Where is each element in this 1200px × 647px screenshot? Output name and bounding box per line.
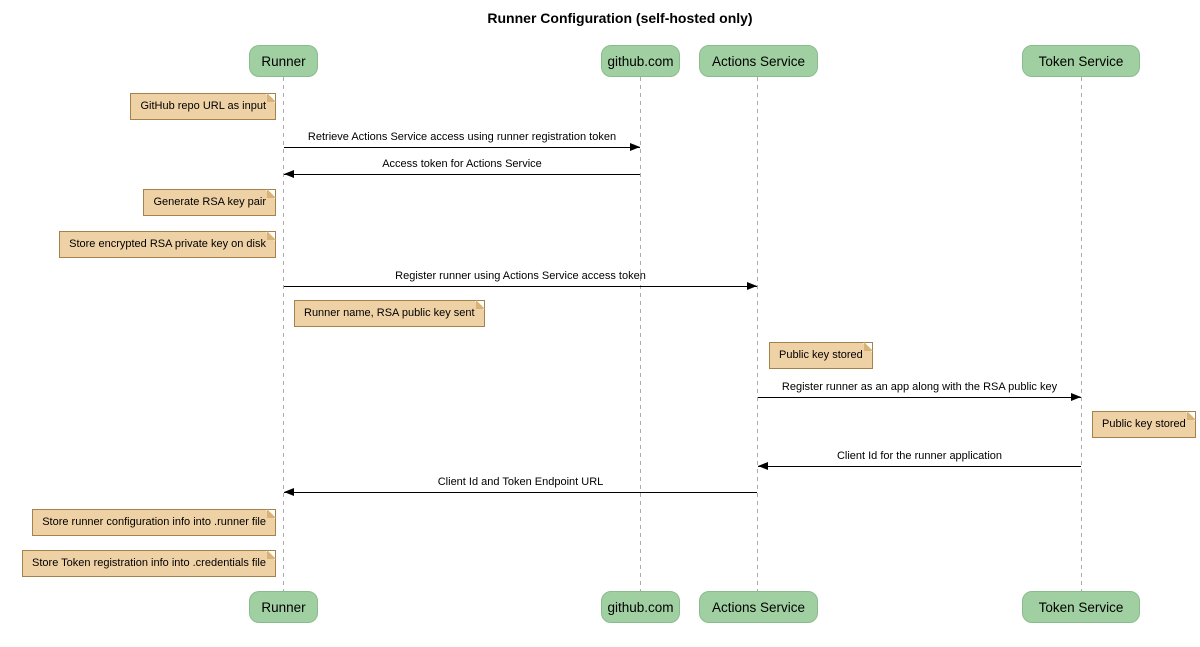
message-line	[284, 174, 640, 175]
message-retrieve-actions-access: Retrieve Actions Service access using ru…	[284, 131, 640, 151]
message-register-runner-app: Register runner as an app along with the…	[758, 381, 1081, 401]
message-line	[284, 492, 757, 493]
note-fold-icon	[267, 93, 276, 102]
note-public-key-stored-actions: Public key stored	[769, 342, 873, 369]
message-register-runner: Register runner using Actions Service ac…	[284, 270, 757, 290]
note-fold-icon	[267, 231, 276, 240]
arrowhead-right-icon	[1071, 393, 1081, 401]
note-generate-rsa-key: Generate RSA key pair	[143, 189, 276, 216]
note-label: Store runner configuration info into .ru…	[42, 516, 266, 528]
note-fold-icon	[475, 300, 485, 309]
message-label: Register runner using Actions Service ac…	[395, 270, 646, 282]
note-fold-icon	[863, 342, 873, 351]
message-line	[758, 466, 1081, 467]
diagram-title: Runner Configuration (self-hosted only)	[487, 10, 753, 26]
message-line	[284, 286, 757, 287]
message-line	[758, 397, 1081, 398]
arrowhead-left-icon	[284, 170, 294, 178]
note-runner-name-public-key: Runner name, RSA public key sent	[294, 300, 485, 327]
participant-top-actions-service: Actions Service	[699, 45, 818, 77]
participant-top-token-service: Token Service	[1022, 45, 1140, 77]
note-store-private-key: Store encrypted RSA private key on disk	[59, 231, 276, 258]
note-public-key-stored-token: Public key stored	[1092, 411, 1196, 438]
participant-bottom-token-service: Token Service	[1022, 591, 1140, 623]
note-fold-icon	[267, 550, 276, 559]
note-label: Store Token registration info into .cred…	[32, 557, 266, 569]
lifeline-github	[640, 77, 641, 591]
arrowhead-left-icon	[284, 488, 294, 496]
participant-top-runner: Runner	[249, 45, 318, 77]
lifeline-actions-service	[757, 77, 758, 591]
note-label: Store encrypted RSA private key on disk	[69, 238, 266, 250]
note-fold-icon	[267, 509, 276, 518]
note-fold-icon	[1186, 411, 1196, 420]
note-store-credentials-file: Store Token registration info into .cred…	[22, 550, 276, 577]
participant-bottom-runner: Runner	[249, 591, 318, 623]
note-label: Generate RSA key pair	[153, 196, 266, 208]
message-client-id-returned: Client Id for the runner application	[758, 450, 1081, 470]
lifeline-runner	[283, 77, 284, 591]
message-label: Register runner as an app along with the…	[781, 381, 1058, 393]
note-fold-icon	[267, 189, 276, 198]
arrowhead-left-icon	[758, 462, 768, 470]
note-label: Public key stored	[779, 349, 863, 361]
message-label: Access token for Actions Service	[382, 158, 542, 170]
arrowhead-right-icon	[630, 143, 640, 151]
note-label: Public key stored	[1102, 418, 1186, 430]
note-label: GitHub repo URL as input	[140, 100, 266, 112]
arrowhead-right-icon	[747, 282, 757, 290]
note-label: Runner name, RSA public key sent	[304, 307, 475, 319]
participant-top-github: github.com	[601, 45, 680, 77]
note-github-repo-url: GitHub repo URL as input	[130, 93, 276, 120]
participant-bottom-actions-service: Actions Service	[699, 591, 818, 623]
participant-bottom-github: github.com	[601, 591, 680, 623]
message-line	[284, 147, 640, 148]
message-label: Client Id and Token Endpoint URL	[437, 476, 604, 488]
note-store-runner-file: Store runner configuration info into .ru…	[32, 509, 276, 536]
message-client-id-endpoint-url: Client Id and Token Endpoint URL	[284, 476, 757, 496]
message-access-token-returned: Access token for Actions Service	[284, 158, 640, 178]
lifeline-token-service	[1081, 77, 1082, 591]
message-label: Client Id for the runner application	[836, 450, 1003, 462]
message-label: Retrieve Actions Service access using ru…	[307, 131, 617, 143]
